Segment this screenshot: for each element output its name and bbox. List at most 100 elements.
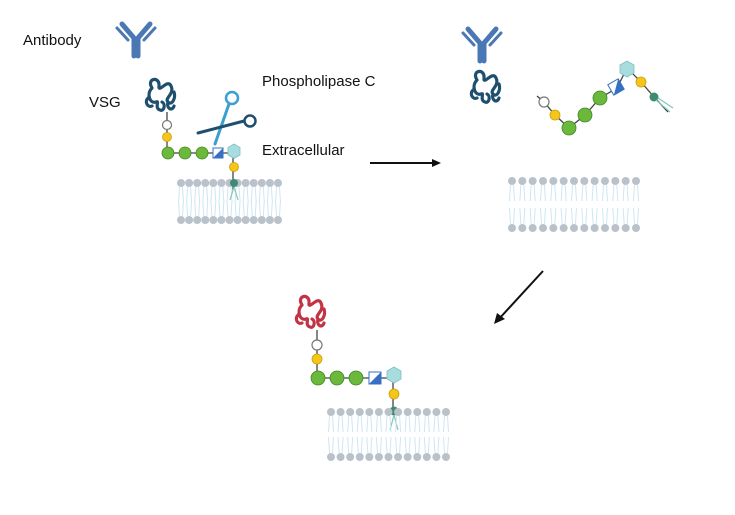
- lipid-tail: [275, 186, 281, 217]
- lipid-tail: [519, 184, 526, 225]
- lipid-head: [590, 177, 599, 185]
- lipid-tail: [509, 184, 515, 225]
- lipid-tail: [443, 415, 449, 454]
- lipid-tail: [602, 184, 608, 225]
- released-glycan: [536, 60, 674, 136]
- lipid-head: [241, 179, 250, 187]
- lipid-tail: [395, 415, 402, 454]
- lipid-head: [193, 216, 202, 224]
- lipid-head: [570, 177, 578, 185]
- vsg-protein-icon: [469, 69, 502, 104]
- lipid-head: [528, 224, 537, 232]
- lipid-head: [559, 177, 568, 185]
- lipid-tail: [581, 184, 588, 225]
- lipid-head: [590, 224, 599, 232]
- lipid-head: [413, 408, 422, 416]
- lipid-head: [355, 408, 364, 416]
- lipid-tail: [423, 415, 430, 454]
- lipid-tail: [375, 415, 382, 454]
- lipid-head: [365, 408, 374, 416]
- lipid-head: [209, 216, 218, 224]
- lipid-head: [518, 224, 527, 232]
- lipid-tail: [337, 415, 344, 454]
- lipid-tail: [550, 184, 557, 225]
- lipid-head: [403, 408, 412, 416]
- lipid-tail: [258, 186, 265, 217]
- lipid-head: [621, 177, 630, 185]
- lipid-head: [528, 177, 537, 185]
- lipid-tail: [622, 184, 629, 225]
- lipid-head: [580, 177, 589, 185]
- phospholipase-scissors-icon: [196, 90, 257, 146]
- lipid-head: [201, 179, 210, 187]
- lipid-head: [257, 216, 266, 224]
- vsg-label: VSG: [89, 94, 121, 111]
- lipid-head: [632, 177, 640, 185]
- lipid-head: [274, 179, 282, 187]
- lipid-head: [539, 177, 547, 185]
- lipid-head: [225, 216, 234, 224]
- vsg-protein-icon: [144, 77, 177, 112]
- lipid-tail: [242, 186, 249, 217]
- lipid-head: [233, 216, 242, 224]
- arrow-right-icon: [370, 159, 441, 167]
- lipid-tail: [356, 415, 363, 454]
- lipid-head: [413, 453, 422, 461]
- lipid-head: [241, 216, 250, 224]
- lipid-head: [177, 216, 185, 224]
- gpi-anchor-glycan: [161, 112, 241, 201]
- lipid-head: [422, 453, 431, 461]
- lipid-head: [559, 224, 568, 232]
- lipid-head: [601, 177, 609, 185]
- lipid-head: [274, 216, 282, 224]
- lipid-tail: [540, 184, 546, 225]
- lipid-tail: [612, 184, 619, 225]
- lipid-head: [365, 453, 374, 461]
- lipid-head: [394, 453, 403, 461]
- lipid-tail: [194, 186, 201, 217]
- lipid-head: [257, 179, 266, 187]
- lipid-head: [374, 408, 383, 416]
- lipid-head: [185, 216, 194, 224]
- lipid-head: [249, 179, 258, 187]
- lipid-head: [580, 224, 589, 232]
- lipid-tail: [433, 415, 440, 454]
- lipid-head: [336, 453, 345, 461]
- antibody-icon: [117, 24, 155, 56]
- lipid-head: [403, 453, 412, 461]
- lipid-head: [346, 453, 355, 461]
- lipid-head: [249, 216, 258, 224]
- lipid-head: [355, 453, 364, 461]
- lipid-tail: [404, 415, 411, 454]
- lipid-tail: [178, 186, 184, 217]
- lipid-tail: [328, 415, 334, 454]
- lipid-head: [549, 177, 558, 185]
- lipid-head: [177, 179, 185, 187]
- lipid-head: [336, 408, 345, 416]
- lipid-head: [384, 408, 393, 416]
- lipid-tail: [250, 186, 257, 217]
- lipid-head: [611, 224, 620, 232]
- lipid-head: [209, 179, 218, 187]
- lipid-head: [193, 179, 202, 187]
- lipid-tail: [210, 186, 217, 217]
- lipid-tail: [266, 186, 273, 217]
- lipid-head: [327, 408, 335, 416]
- lipid-head: [346, 408, 355, 416]
- antibody-icon: [463, 29, 501, 61]
- lipid-head: [327, 453, 335, 461]
- lipid-head: [570, 224, 578, 232]
- lipid-tail: [414, 415, 421, 454]
- lipid-head: [508, 177, 516, 185]
- arrow-down-left-icon: [494, 270, 544, 324]
- lipid-head: [611, 177, 620, 185]
- lipid-head: [432, 408, 441, 416]
- lipid-tail: [366, 415, 373, 454]
- lipid-tail: [202, 186, 209, 217]
- lipid-head: [432, 453, 441, 461]
- lipid-tail: [186, 186, 193, 217]
- lipid-head: [217, 179, 226, 187]
- lipid-head: [384, 453, 393, 461]
- phospholipase-label: Phospholipase C: [262, 73, 376, 90]
- lipid-bilayer-icon: [327, 408, 450, 461]
